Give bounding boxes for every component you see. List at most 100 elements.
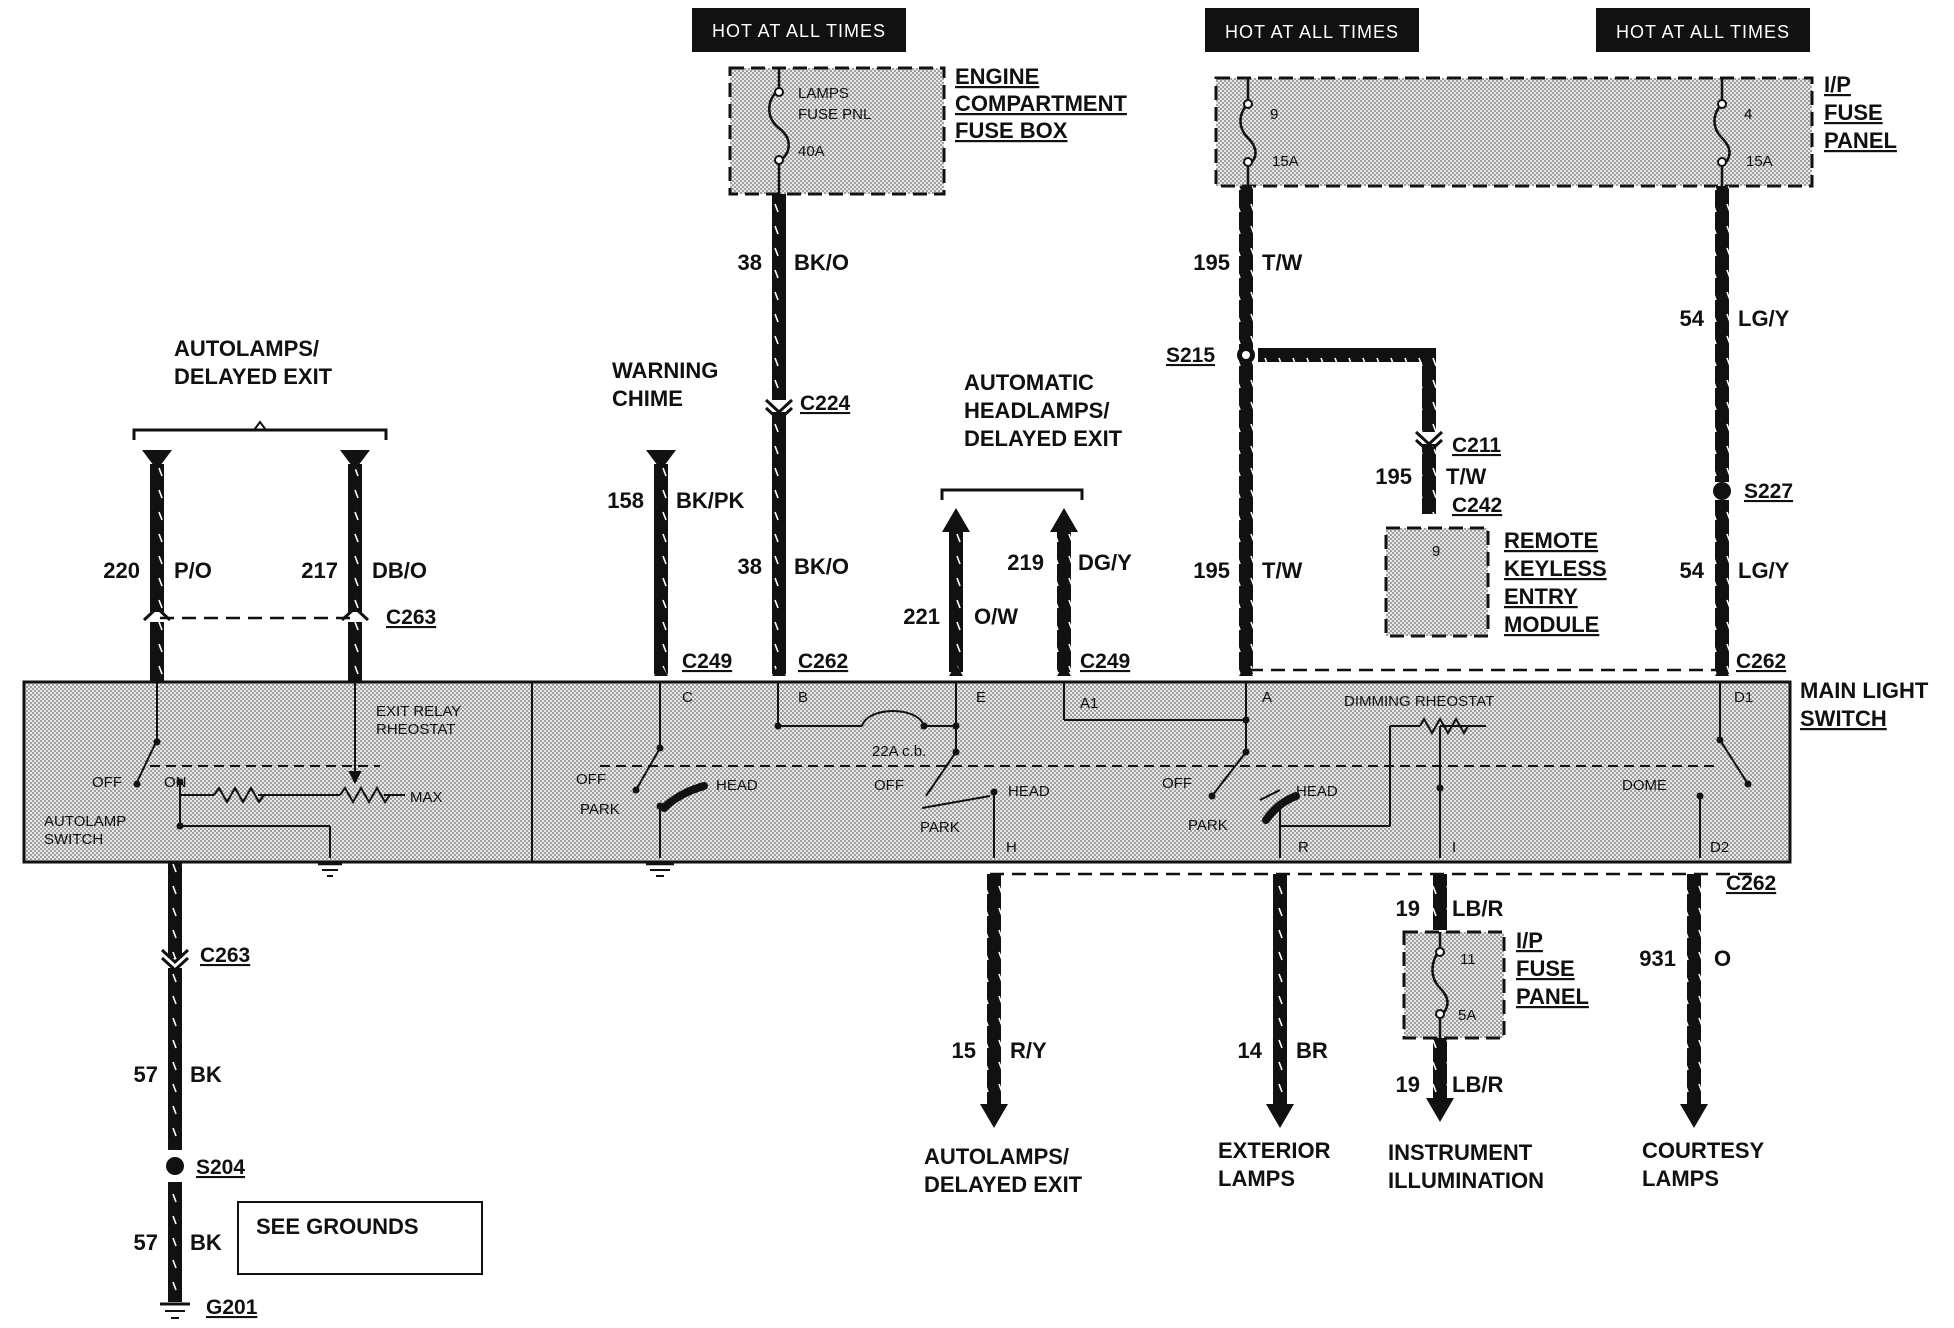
wire-217-number: 217 <box>301 558 338 583</box>
rke-title-4: MODULE <box>1504 612 1599 637</box>
wire-219-color: DG/Y <box>1078 550 1132 575</box>
fuse-label-line1: LAMPS <box>798 85 849 102</box>
engine-fuse-box-title-3: FUSE BOX <box>955 118 1068 143</box>
svg-text:HOT AT ALL TIMES: HOT AT ALL TIMES <box>1616 22 1790 42</box>
bracket-notch-1 <box>253 420 267 431</box>
wire-217-color: DB/O <box>372 558 427 583</box>
wire-195-rke-color: T/W <box>1446 464 1487 489</box>
splice-s215-label: S215 <box>1166 344 1215 367</box>
wire-195-branch <box>1258 348 1434 362</box>
warning-chime-label-2: CHIME <box>612 386 683 411</box>
wire-158 <box>654 464 668 674</box>
switch-contacts <box>133 716 1752 830</box>
wire-15-color: R/Y <box>1010 1038 1047 1063</box>
wire-195-to-rke <box>1422 444 1436 514</box>
arrow-931-down <box>1680 1104 1708 1128</box>
wire-38-lower-number: 38 <box>738 554 762 579</box>
arrow-158-top <box>646 450 676 470</box>
wire-15 <box>987 874 1001 1110</box>
wire-931-number: 931 <box>1639 946 1676 971</box>
pin-i: I <box>1452 839 1456 856</box>
instrument-illumination-label-2: ILLUMINATION <box>1388 1168 1544 1193</box>
wire-19-upper <box>1433 874 1447 930</box>
bracket-auto-headlamps <box>940 488 1084 500</box>
remote-keyless-entry-module: 9 <box>1384 526 1490 638</box>
wire-195-rke-number: 195 <box>1375 464 1412 489</box>
wire-19-upper-number: 19 <box>1396 896 1420 921</box>
pin-d1: D1 <box>1734 689 1753 706</box>
max-label: MAX <box>410 789 443 806</box>
bracket-autolamps-top <box>132 428 388 440</box>
connector-c249-right: C249 <box>1080 650 1130 673</box>
wire-220-color: P/O <box>174 558 212 583</box>
main-light-switch-title-2: SWITCH <box>1800 706 1887 731</box>
wire-labels: 220 P/O 217 DB/O 158 BK/PK 38 BK/O 38 BK… <box>103 250 1789 1255</box>
see-grounds-box: SEE GROUNDS <box>237 1201 483 1275</box>
wire-195-to-c211 <box>1422 348 1436 432</box>
connector-c263-bottom: C263 <box>200 944 250 967</box>
wire-158-number: 158 <box>607 488 644 513</box>
off-label-3: OFF <box>1162 775 1192 792</box>
wire-220-number: 220 <box>103 558 140 583</box>
instrument-illumination-label-1: INSTRUMENT <box>1388 1140 1533 1165</box>
wire-57-lower-number: 57 <box>134 1230 158 1255</box>
off-label-2: OFF <box>874 777 904 794</box>
wire-19-lower-number: 19 <box>1396 1072 1420 1097</box>
autolamps-bottom-label-2: DELAYED EXIT <box>924 1172 1083 1197</box>
park-head-blade-left <box>660 782 708 812</box>
wire-221-number: 221 <box>903 604 940 629</box>
wire-38-lower-color: BK/O <box>794 554 849 579</box>
exterior-lamps-label-1: EXTERIOR <box>1218 1138 1331 1163</box>
wire-14-color: BR <box>1296 1038 1328 1063</box>
ip-fuse-panel-bottom: 11 5A <box>1402 930 1506 1040</box>
ip-fuse-panel-top-title-3: PANEL <box>1824 128 1897 153</box>
park-label-2: PARK <box>920 819 960 836</box>
off-label-1: OFF <box>576 771 606 788</box>
circuit-breaker-label: 22A c.b. <box>872 743 926 760</box>
autolamps-top-label-2: DELAYED EXIT <box>174 364 333 389</box>
wire-217 <box>348 464 362 612</box>
wire-54-upper-color: LG/Y <box>1738 306 1790 331</box>
arrow-220-top <box>142 450 172 470</box>
pin-r: R <box>1298 839 1309 856</box>
pin-a1: A1 <box>1080 695 1098 712</box>
wire-220-lower <box>150 622 164 682</box>
wire-57-mid <box>168 968 182 1150</box>
wire-57-lower-color: BK <box>190 1230 222 1255</box>
ground-g201-label: G201 <box>206 1296 258 1319</box>
wire-57-lower <box>168 1182 182 1302</box>
wire-931-color: O <box>1714 946 1731 971</box>
wires <box>150 186 1729 1302</box>
main-light-switch-title-1: MAIN LIGHT <box>1800 678 1929 703</box>
head-label-1: HEAD <box>716 777 758 794</box>
autolamp-on-label: ON <box>164 774 187 791</box>
rke-pin: 9 <box>1432 543 1440 560</box>
autolamps-top-label-1: AUTOLAMPS/ <box>174 336 319 361</box>
fuse4-rating: 15A <box>1746 153 1773 170</box>
arrow-219-up <box>1050 508 1078 532</box>
arrow-14-down <box>1266 1104 1294 1128</box>
wire-57-upper <box>168 862 182 958</box>
connector-labels: C263 C263 C249 C249 C262 C262 C262 C224 … <box>196 344 1793 1319</box>
connector-c263-top: C263 <box>386 606 436 629</box>
rke-title-3: ENTRY <box>1504 584 1578 609</box>
wire-38-upper <box>772 194 786 400</box>
arrow-19-down <box>1426 1098 1454 1122</box>
pin-h: H <box>1006 839 1017 856</box>
park-label-1: PARK <box>580 801 620 818</box>
pin-e: E <box>976 689 986 706</box>
exterior-lamps-label-2: LAMPS <box>1218 1166 1295 1191</box>
wire-57-upper-color: BK <box>190 1062 222 1087</box>
svg-text:HOT AT ALL TIMES: HOT AT ALL TIMES <box>712 21 886 41</box>
dome-label: DOME <box>1622 777 1667 794</box>
arrow-221-up <box>942 508 970 532</box>
splice-s215-center <box>1242 351 1250 359</box>
connector-c242: C242 <box>1452 494 1502 517</box>
connector-c249-left: C249 <box>682 650 732 673</box>
courtesy-lamps-label-1: COURTESY <box>1642 1138 1765 1163</box>
pin-arrows <box>654 664 1729 676</box>
destination-arrows <box>142 450 1708 1128</box>
warning-chime-label-1: WARNING <box>612 358 718 383</box>
wire-219 <box>1057 530 1071 672</box>
